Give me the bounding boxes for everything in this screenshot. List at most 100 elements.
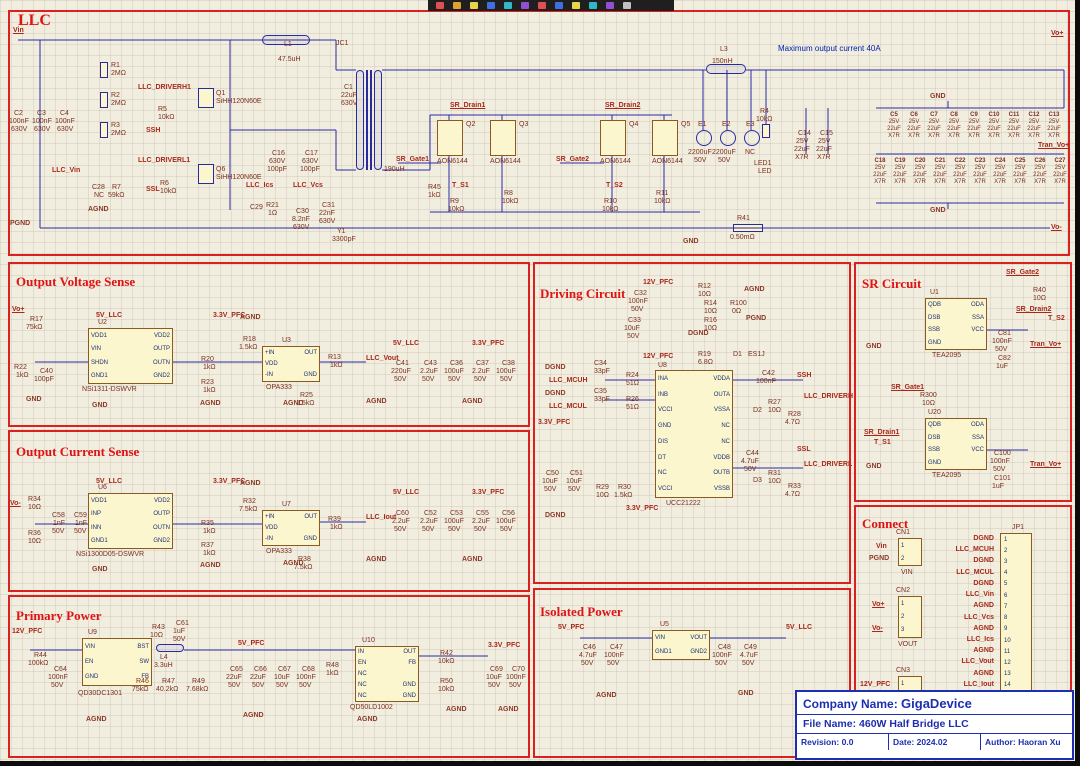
label-agnd[interactable]: AGND bbox=[200, 562, 221, 569]
label-c101[interactable]: C101 bbox=[994, 475, 1011, 482]
label-50v[interactable]: 50V bbox=[422, 526, 434, 533]
label-sr-gate2[interactable]: SR_Gate2 bbox=[1006, 269, 1039, 276]
toolbar-icon-8[interactable] bbox=[555, 2, 563, 9]
label-llc-mcuh[interactable]: LLC_MCUH bbox=[549, 377, 588, 384]
label-22uf[interactable]: 22uF bbox=[816, 146, 832, 153]
label-4.7uf[interactable]: 4.7uF bbox=[740, 652, 758, 659]
label-1k[interactable]: 1kΩ bbox=[330, 524, 343, 531]
label-2.2uf[interactable]: 2.2uF bbox=[472, 518, 490, 525]
label-c15[interactable]: C15 bbox=[820, 130, 833, 137]
label-3.3v-pfc[interactable]: 3.3V_PFC bbox=[472, 489, 504, 496]
label-190uh[interactable]: 190uH bbox=[384, 166, 405, 173]
label-1k[interactable]: 1kΩ bbox=[428, 192, 441, 199]
label-5v-llc[interactable]: 5V_LLC bbox=[96, 312, 122, 319]
label-es1j[interactable]: ES1J bbox=[748, 351, 765, 358]
label-100uf[interactable]: 100uF bbox=[444, 368, 464, 375]
label-630v[interactable]: 630V bbox=[269, 158, 285, 165]
component-body[interactable]: +INOUTVDD-INGND bbox=[262, 346, 320, 382]
toolbar-icon-7[interactable] bbox=[538, 2, 546, 9]
label-llc-vout[interactable]: LLC_Vout bbox=[366, 355, 399, 362]
label-1.5k[interactable]: 1.5kΩ bbox=[239, 344, 257, 351]
label-led1[interactable]: LED1 bbox=[754, 160, 772, 167]
label-10uf[interactable]: 10uF bbox=[274, 674, 290, 681]
label-1uf[interactable]: 1uF bbox=[992, 483, 1004, 490]
label-10[interactable]: 10Ω bbox=[1033, 295, 1046, 302]
label-150nh[interactable]: 150nH bbox=[712, 58, 733, 65]
label-r5[interactable]: R5 bbox=[158, 106, 167, 113]
label-jc1[interactable]: JC1 bbox=[336, 40, 348, 47]
label-5v-llc[interactable]: 5V_LLC bbox=[786, 624, 812, 631]
label-dgnd[interactable]: DGND bbox=[545, 364, 566, 371]
label-10[interactable]: 10Ω bbox=[28, 538, 41, 545]
label-50v[interactable]: 50V bbox=[52, 528, 64, 535]
label-47.5uh[interactable]: 47.5uH bbox=[278, 56, 301, 63]
label-c50[interactable]: C50 bbox=[546, 470, 559, 477]
label-agnd[interactable]: AGND bbox=[200, 400, 221, 407]
label-5v-pfc[interactable]: 5V_PFC bbox=[558, 624, 584, 631]
label-gnd[interactable]: GND bbox=[930, 207, 946, 214]
label-c29[interactable]: C29 bbox=[250, 204, 263, 211]
toolbar-icon-1[interactable] bbox=[436, 2, 444, 9]
label-pgnd[interactable]: PGND bbox=[869, 555, 889, 562]
toolbar-icon-6[interactable] bbox=[521, 2, 529, 9]
label-r8[interactable]: R8 bbox=[504, 190, 513, 197]
label-aon6144[interactable]: AON6144 bbox=[437, 158, 468, 165]
label-aon6144[interactable]: AON6144 bbox=[652, 158, 683, 165]
label-50v[interactable]: 50V bbox=[500, 526, 512, 533]
label-10k[interactable]: 10kΩ bbox=[654, 198, 671, 205]
label-51[interactable]: 51Ω bbox=[626, 404, 639, 411]
label-agnd[interactable]: AGND bbox=[283, 400, 304, 407]
label-y1[interactable]: Y1 bbox=[337, 228, 346, 235]
label-r23[interactable]: R23 bbox=[201, 379, 214, 386]
label-r46[interactable]: R46 bbox=[136, 678, 149, 685]
label-opa333[interactable]: OPA333 bbox=[266, 384, 292, 391]
label-r17[interactable]: R17 bbox=[30, 316, 43, 323]
label-59k[interactable]: 59kΩ bbox=[108, 192, 125, 199]
label-dgnd[interactable]: DGND bbox=[545, 390, 566, 397]
label-u9[interactable]: U9 bbox=[88, 629, 97, 636]
label-r35[interactable]: R35 bbox=[201, 520, 214, 527]
label-r41[interactable]: R41 bbox=[737, 215, 750, 222]
label-c1[interactable]: C1 bbox=[344, 84, 353, 91]
label-vo+[interactable]: Vo+ bbox=[1051, 30, 1064, 37]
label-r48[interactable]: R48 bbox=[326, 662, 339, 669]
label-10[interactable]: 10Ω bbox=[150, 632, 163, 639]
label-vo+[interactable]: Vo+ bbox=[12, 306, 25, 313]
label-r36[interactable]: R36 bbox=[28, 530, 41, 537]
label-10[interactable]: 10Ω bbox=[768, 407, 781, 414]
label-r28[interactable]: R28 bbox=[788, 411, 801, 418]
label-c52[interactable]: C52 bbox=[424, 510, 437, 517]
label-u20[interactable]: U20 bbox=[928, 409, 941, 416]
label-40.2k[interactable]: 40.2kΩ bbox=[156, 686, 178, 693]
label-100nf[interactable]: 100nF bbox=[55, 118, 75, 125]
toolbar-icon-11[interactable] bbox=[606, 2, 614, 9]
label-c42[interactable]: C42 bbox=[762, 370, 775, 377]
label-c40[interactable]: C40 bbox=[40, 368, 53, 375]
component-body[interactable] bbox=[437, 120, 463, 156]
label-c70[interactable]: C70 bbox=[512, 666, 525, 673]
capacitor-c27[interactable]: C2725V22uFX7R bbox=[1050, 158, 1070, 192]
label-1uf[interactable]: 1uF bbox=[996, 363, 1008, 370]
capacitor-c24[interactable]: C2425V22uFX7R bbox=[990, 158, 1010, 192]
label-r45[interactable]: R45 bbox=[428, 184, 441, 191]
label-c28[interactable]: C28 bbox=[92, 184, 105, 191]
label-3.3v-pfc[interactable]: 3.3V_PFC bbox=[488, 642, 520, 649]
label-100uf[interactable]: 100uF bbox=[496, 368, 516, 375]
label-c14[interactable]: C14 bbox=[798, 130, 811, 137]
label-100k[interactable]: 100kΩ bbox=[28, 660, 48, 667]
component-body[interactable]: 123 bbox=[898, 596, 922, 638]
label-10k[interactable]: 10kΩ bbox=[438, 658, 455, 665]
label-vo[interactable]: Vo- bbox=[10, 500, 21, 507]
label-gnd[interactable]: GND bbox=[738, 690, 754, 697]
label-50v[interactable]: 50V bbox=[993, 466, 1005, 473]
label-2.2uf[interactable]: 2.2uF bbox=[420, 518, 438, 525]
label-c36[interactable]: C36 bbox=[450, 360, 463, 367]
label-22uf[interactable]: 22uF bbox=[794, 146, 810, 153]
label-pgnd[interactable]: PGND bbox=[746, 315, 766, 322]
label-c30[interactable]: C30 bbox=[296, 208, 309, 215]
label-l4[interactable]: L4 bbox=[160, 654, 168, 661]
label-630v[interactable]: 630V bbox=[302, 158, 318, 165]
label-3.3v-pfc[interactable]: 3.3V_PFC bbox=[472, 340, 504, 347]
label-50v[interactable]: 50V bbox=[74, 528, 86, 535]
label-c4[interactable]: C4 bbox=[60, 110, 69, 117]
